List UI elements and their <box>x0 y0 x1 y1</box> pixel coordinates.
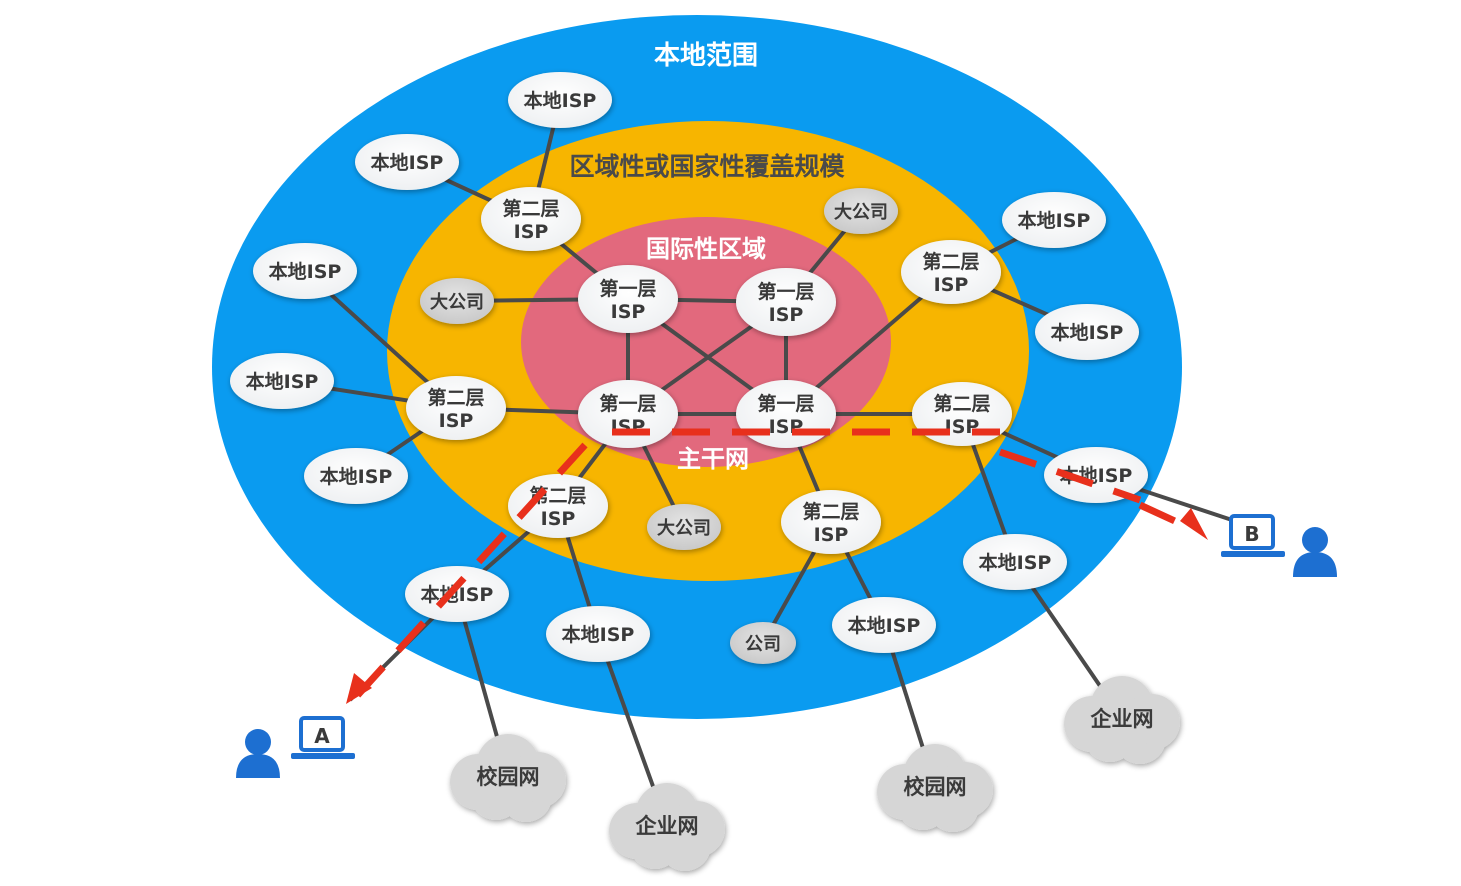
tier1-isp-label: 第一层 <box>599 277 656 300</box>
large-company-label: 大公司 <box>430 291 484 313</box>
user-icon <box>1293 527 1337 577</box>
cloud-enterprise: 企业网 <box>609 783 725 871</box>
local-zone-label: 本地范围 <box>654 41 758 71</box>
local-isp-node[interactable]: 本地ISP <box>1035 304 1139 360</box>
tier2-isp-label: ISP <box>814 524 849 546</box>
arrow-to-b-icon <box>1180 508 1208 540</box>
laptop-icon <box>291 716 355 759</box>
company-label: 公司 <box>745 634 781 655</box>
tier2-isp-label: 第二层 <box>502 197 559 220</box>
local-isp-node[interactable]: 本地ISP <box>304 448 408 504</box>
cloud-campus: 校园网 <box>450 734 566 822</box>
laptop-icon <box>1221 514 1285 557</box>
company-node[interactable]: 公司 <box>730 622 796 664</box>
network-nodes: 第一层ISP第一层ISP第一层ISP第一层ISP第二层ISP第二层ISP第二层I… <box>230 72 1148 664</box>
large-company-node[interactable]: 大公司 <box>420 278 494 324</box>
local-isp-label: 本地ISP <box>562 623 635 646</box>
local-isp-label: 本地ISP <box>848 614 921 637</box>
large-company-node[interactable]: 大公司 <box>824 188 898 234</box>
host-b[interactable]: B <box>1221 514 1337 577</box>
tier2-isp-label: ISP <box>439 410 474 432</box>
local-isp-node[interactable]: 本地ISP <box>963 534 1067 590</box>
arrow-to-a-icon <box>346 673 372 704</box>
local-isp-label: 本地ISP <box>524 89 597 112</box>
large-company-label: 大公司 <box>834 201 888 223</box>
local-isp-node[interactable]: 本地ISP <box>508 72 612 128</box>
tier1-isp-label: ISP <box>611 301 646 323</box>
local-isp-node[interactable]: 本地ISP <box>546 606 650 662</box>
cloud-campus: 校园网 <box>877 744 993 832</box>
local-isp-node[interactable]: 本地ISP <box>253 243 357 299</box>
tier2-isp-label: 第二层 <box>802 500 859 523</box>
cloud-enterprise: 企业网 <box>1064 676 1180 764</box>
tier2-isp-label: ISP <box>934 274 969 296</box>
backbone-label: 主干网 <box>677 445 749 473</box>
large-company-label: 大公司 <box>657 517 711 539</box>
packet-path-segment <box>998 448 1142 504</box>
tier2-isp-label: ISP <box>945 416 980 438</box>
tier1-isp-label: 第一层 <box>599 392 656 415</box>
cloud-label: 企业网 <box>635 814 699 838</box>
local-isp-label: 本地ISP <box>246 370 319 393</box>
tier1-isp-label: 第一层 <box>757 280 814 303</box>
packet-path-segment <box>1138 501 1192 532</box>
international-zone-label: 国际性区域 <box>646 235 766 263</box>
local-isp-label: 本地ISP <box>320 465 393 488</box>
cloud-label: 校园网 <box>477 765 540 789</box>
host-b-label: B <box>1244 522 1259 546</box>
large-company-node[interactable]: 大公司 <box>647 504 721 550</box>
local-isp-node[interactable]: 本地ISP <box>1002 192 1106 248</box>
host-a[interactable]: A <box>236 716 355 778</box>
local-isp-node[interactable]: 本地ISP <box>405 566 509 622</box>
local-isp-label: 本地ISP <box>421 583 494 606</box>
local-isp-node[interactable]: 本地ISP <box>832 597 936 653</box>
cloud-label: 校园网 <box>904 775 967 799</box>
user-icon <box>236 729 280 778</box>
tier2-isp-label: 第二层 <box>427 386 484 409</box>
local-isp-node[interactable]: 本地ISP <box>355 134 459 190</box>
local-isp-label: 本地ISP <box>371 151 444 174</box>
tier2-isp-label: 第二层 <box>933 392 990 415</box>
local-isp-node[interactable]: 本地ISP <box>230 353 334 409</box>
tier1-isp-label: 第一层 <box>757 392 814 415</box>
packet-path <box>346 428 1208 704</box>
local-isp-label: 本地ISP <box>979 551 1052 574</box>
tier2-isp-label: ISP <box>514 221 549 243</box>
host-a-label: A <box>314 724 330 748</box>
tier2-isp-label: 第二层 <box>922 250 979 273</box>
tier2-isp-label: ISP <box>541 508 576 530</box>
local-isp-label: 本地ISP <box>1018 209 1091 232</box>
regional-zone-label: 区域性或国家性覆盖规模 <box>569 152 845 181</box>
local-isp-label: 本地ISP <box>269 260 342 283</box>
local-isp-label: 本地ISP <box>1051 321 1124 344</box>
tier1-isp-label: ISP <box>769 304 804 326</box>
cloud-label: 企业网 <box>1090 707 1154 731</box>
